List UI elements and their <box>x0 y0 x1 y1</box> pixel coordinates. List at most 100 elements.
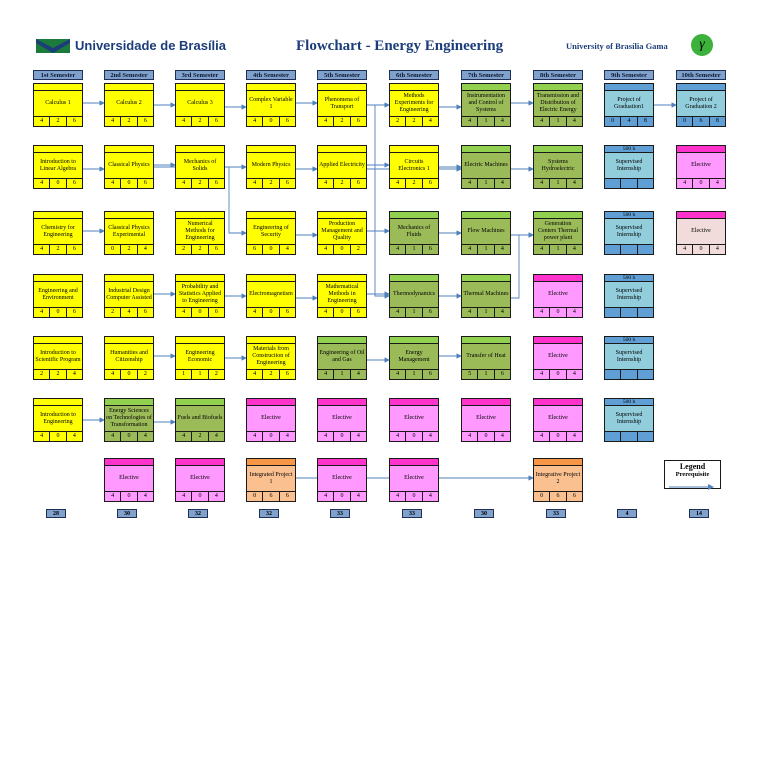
credit-cell: 2 <box>121 245 138 254</box>
credit-cell: 0 <box>406 432 423 441</box>
credit-cell: 4 <box>500 118 504 124</box>
credit-cell: 4 <box>34 308 51 317</box>
credit-cell: 4 <box>176 492 193 501</box>
course-header-strip <box>318 399 366 406</box>
course-name: Integrative Project 2 <box>535 471 581 485</box>
course-card[interactable]: Energy Sciences on Technologies of Trans… <box>104 398 154 442</box>
course-header-strip <box>534 337 582 344</box>
credit-cell: 5 <box>462 370 479 379</box>
credit-cell: 6 <box>285 371 289 377</box>
credit-cell: 1 <box>334 370 351 379</box>
course-header-strip <box>534 459 582 466</box>
course-header-strip <box>105 399 153 406</box>
semester-header: 7th Semester <box>461 70 511 80</box>
credit-cell: 6 <box>72 309 76 315</box>
credit-cell: 6 <box>72 180 76 186</box>
course-header-strip <box>105 459 153 466</box>
credit-cell: 6 <box>214 246 218 252</box>
credit-cell: 1 <box>478 308 495 317</box>
course-name: Classical Physics <box>108 162 150 168</box>
credit-cell: 0 <box>334 432 351 441</box>
credit-cell: 2 <box>406 117 423 126</box>
course-card[interactable]: Probability and Statistics Applied to En… <box>175 274 225 318</box>
semester-header: 8th Semester <box>533 70 583 80</box>
course-card[interactable]: Transmission and Distribution of Electri… <box>533 83 583 127</box>
course-card[interactable]: Materials from Construction of Engineeri… <box>246 336 296 380</box>
course-header-strip <box>390 146 438 153</box>
credit-cell: 4 <box>318 117 335 126</box>
campus-name: University of Brasília Gama <box>566 41 668 51</box>
course-header-strip <box>390 84 438 91</box>
course-name: Elective <box>548 353 568 359</box>
course-name: Numerical Methods for Engineering <box>185 221 215 241</box>
course-name: Elective <box>476 415 496 421</box>
